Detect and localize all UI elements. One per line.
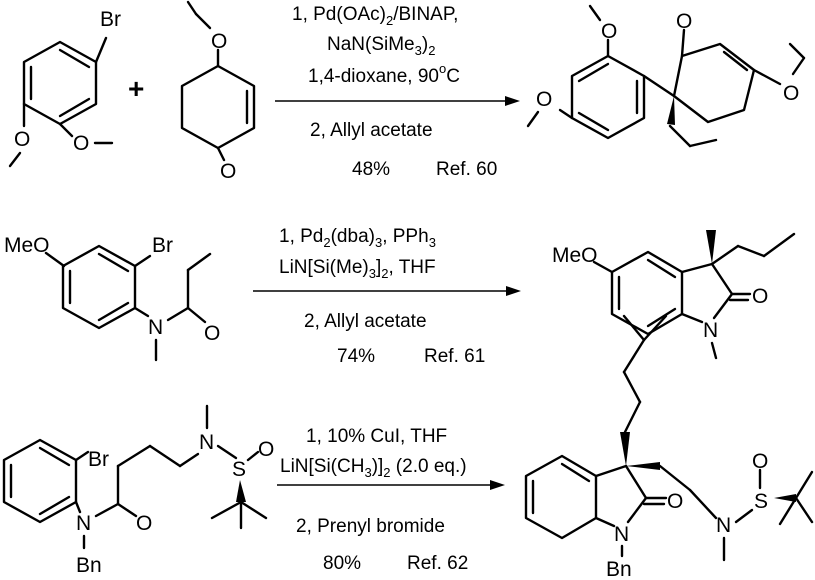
r3-br: Br <box>88 448 109 471</box>
r2p-n: N <box>703 319 718 342</box>
r1-ref: Ref. 60 <box>436 159 497 180</box>
r2-yield: 74% <box>337 346 375 367</box>
r3p-o: O <box>667 490 683 513</box>
r3-bn: Bn <box>76 554 102 577</box>
reaction-3: Br N Bn O N S O 1, 10% CuI, THF <box>2 314 814 580</box>
r3-n: N <box>76 512 91 535</box>
r2p-meo: MeO <box>552 244 598 267</box>
r2-meo: MeO <box>4 234 50 257</box>
r3-cond-line2: LiN[Si(CH3)]2 (2.0 eq.) <box>280 456 467 480</box>
r1-cond-line1: 1, Pd(OAc)2/BINAP, <box>292 4 458 28</box>
r2-anilide: MeO Br N O <box>4 234 220 362</box>
r1-ketone-o: O <box>220 160 236 183</box>
r3p-bn: Bn <box>606 558 632 580</box>
r1-cond-line3: 1,4-dioxane, 90oC <box>308 61 460 87</box>
r1-cond-line4: 2, Allyl acetate <box>310 120 433 141</box>
plus-sign: + <box>128 73 144 104</box>
r2-ref: Ref. 61 <box>424 346 485 367</box>
r1-product: O O O O <box>526 4 806 148</box>
r3-yield: 80% <box>323 553 361 574</box>
r2-cond-line3: 2, Allyl acetate <box>304 311 427 332</box>
reaction-2: MeO Br N O 1, Pd2(dba)3, PPh3 LiN[Si(Me)… <box>4 226 796 367</box>
r3-sulfonamide-n: N <box>199 431 214 454</box>
r1-o-label: O <box>14 128 30 151</box>
r1-ether-o: O <box>211 30 227 53</box>
r2-product-oxindole: MeO O N <box>552 230 796 360</box>
r3p-sulfonamide-n: N <box>716 514 731 537</box>
r3p-s: S <box>754 490 768 513</box>
r3p-so-o: O <box>752 450 768 473</box>
r1-o2-label: O <box>73 132 89 155</box>
r1-aryl-bromide: Br O O <box>8 8 121 168</box>
r2-n: N <box>148 316 163 339</box>
r2-cond-line2: LiN[Si(Me)3]2, THF <box>279 257 436 281</box>
r3p-n: N <box>614 523 629 546</box>
r3-s: S <box>232 458 246 481</box>
r1p-ketone-o: O <box>676 10 692 33</box>
r1-yield: 48% <box>352 159 390 180</box>
r3-cond-line1: 1, 10% CuI, THF <box>306 426 447 447</box>
r2-cond-line1: 1, Pd2(dba)3, PPh3 <box>279 226 436 250</box>
r1-cond-line2: NaN(SiMe3)2 <box>327 34 435 58</box>
r3-ref: Ref. 62 <box>407 553 468 574</box>
r2p-o: O <box>752 285 768 308</box>
r3-cond-line3: 2, Prenyl bromide <box>296 516 445 537</box>
r1-br-label: Br <box>100 8 121 31</box>
r1p-o-top: O <box>601 20 617 43</box>
reaction-1: Br O O + O O 1, Pd(OAc)2/B <box>8 0 806 183</box>
r3-sulfinamide-amide: Br N Bn O N S O <box>2 404 274 577</box>
r1p-ether-o: O <box>783 82 799 105</box>
r3-so-o: O <box>258 438 274 461</box>
r1p-o-left: O <box>536 88 552 111</box>
r1-ethoxy-enone: O O <box>180 0 256 183</box>
r2-o: O <box>204 322 220 345</box>
r3-product-oxindole: O N Bn N S O <box>524 314 814 580</box>
r3-o: O <box>136 512 152 535</box>
r2-br: Br <box>152 234 173 257</box>
